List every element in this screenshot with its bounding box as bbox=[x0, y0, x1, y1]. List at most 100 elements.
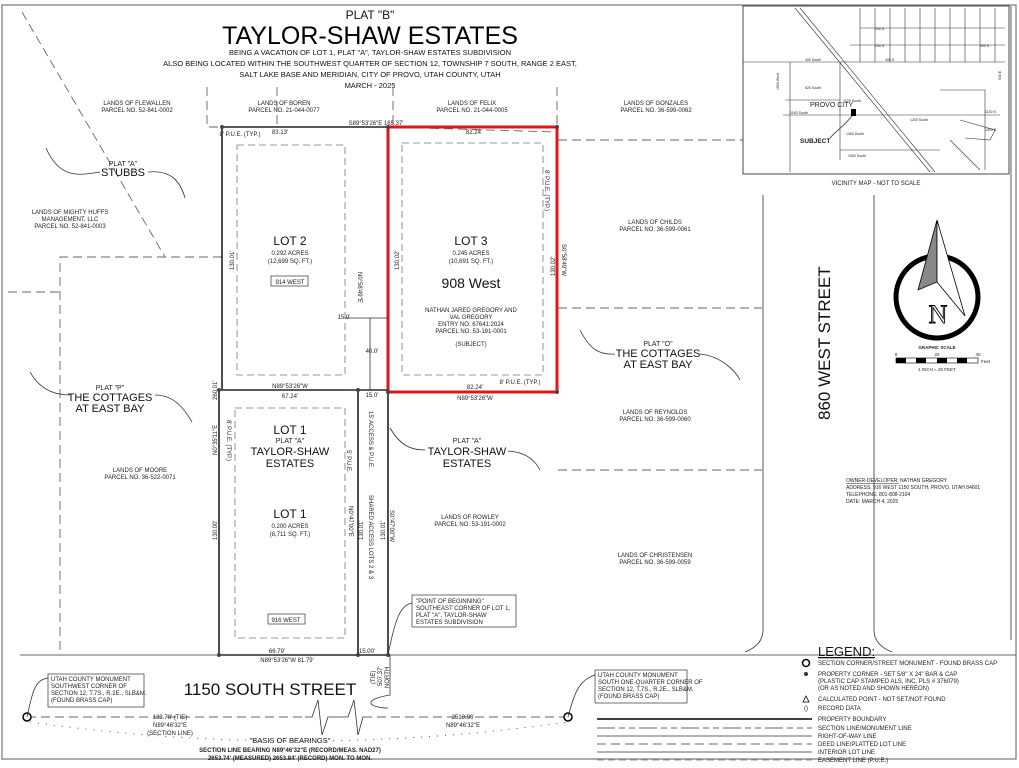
lot-2-address: 914 WEST bbox=[275, 280, 304, 286]
neighbor-parcel: PARCEL NO. 52-841-0003 bbox=[34, 224, 106, 230]
dim-lot2-right-bearing: N0°58'49"E bbox=[356, 272, 362, 303]
vicinity-map: PROVO CITY SUBJECT 100 S. 200 S. 300 S. … bbox=[742, 5, 1012, 640]
owner-date: DATE: MARCH 4, 2025 bbox=[846, 499, 898, 505]
monument-s-line: SECTION 12, T.7S., R.2E., SLB&M. bbox=[598, 687, 694, 693]
monument-sw-line: (FOUND BRASS CAP) bbox=[51, 698, 112, 704]
dim-pue-top: 8' P.U.E. (TYP.) bbox=[220, 132, 261, 138]
scale-unit: Feet bbox=[981, 359, 991, 364]
monument-s-line: SOUTH ONE-QUARTER CORNER OF bbox=[598, 680, 703, 686]
vicinity-street: 1020 South bbox=[843, 99, 861, 103]
street-name-west: 860 WEST STREET bbox=[815, 266, 834, 420]
neighbor-parcel: PARCEL NO. 21-044-0077 bbox=[248, 108, 320, 114]
basis-line-2: 2653.74' (MEASURED) 2653.84' (RECORD) MO… bbox=[208, 756, 372, 762]
south-street: 1150 SOUTH STREET 133.78' (TIE) N89°46'3… bbox=[22, 655, 573, 762]
dim-lot3-bottom-bearing: N89°53'26"W bbox=[457, 396, 493, 402]
title-date: MARCH - 2025 bbox=[345, 81, 396, 90]
lot-1-address: 916 WEST bbox=[271, 618, 300, 624]
lot-1-old-name: TAYLOR-SHAW bbox=[251, 446, 330, 458]
dim-pue-bottom: 8' P.U.E. (TYP.) bbox=[500, 380, 541, 386]
plat-o-label: PLAT "O" bbox=[643, 341, 673, 348]
monument-icon bbox=[801, 658, 811, 668]
legend-corner-3: (OR AS NOTED AND SHOWN HEREON) bbox=[818, 686, 929, 692]
vicinity-street: 1130 S. bbox=[985, 110, 997, 114]
pob-line: SOUTHEAST CORNER OF LOT 1, bbox=[416, 606, 510, 612]
lot-3: LOT 3 0.245 ACRES (10,691 SQ. FT.) 908 W… bbox=[425, 234, 517, 348]
graphic-scale: GRAPHIC SCALE 0 20 40 Feet 1 INCH = 20 F… bbox=[895, 345, 991, 372]
scale-tick: 40 bbox=[975, 352, 981, 357]
neighbor-parcel: PARCEL NO. 36-599-0060 bbox=[619, 417, 691, 423]
dim-lot3-right: 130.02' bbox=[551, 257, 557, 277]
owner-address: ADDRESS: 916 WEST 1150 SOUTH, PROVO, UTA… bbox=[846, 485, 980, 491]
neighbor-mighty-huffs-2: MANAGEMENT, LLC bbox=[42, 217, 99, 223]
lot-2: LOT 2 0.292 ACRES (12,699 SQ. FT.) 914 W… bbox=[268, 234, 312, 287]
vicinity-street: 1360 South bbox=[846, 132, 864, 136]
legend-row: RIGHT-OF-WAY LINE bbox=[818, 734, 877, 740]
dim-lot1-top: 67.24' bbox=[282, 394, 298, 400]
vicinity-street: 1150 South bbox=[790, 111, 808, 115]
lot-boundaries bbox=[20, 125, 1016, 657]
lot-1-old-name-2: ESTATES bbox=[266, 458, 315, 470]
monument-sw-line: UTAH COUNTY MONUMENT bbox=[51, 677, 131, 683]
neighbor-childs: LANDS OF CHILDS bbox=[628, 220, 682, 226]
lot-3-address: 908 West bbox=[442, 275, 501, 291]
monument-sw-callout: UTAH COUNTY MONUMENT SOUTHWEST CORNER OF… bbox=[26, 673, 147, 718]
north-letter: N bbox=[929, 300, 948, 329]
plat-a-name-2: ESTATES bbox=[443, 458, 492, 470]
plat-stubbs-name: STUBBS bbox=[101, 167, 145, 179]
lot-3-acres: 0.245 ACRES bbox=[452, 251, 489, 257]
monument-s-callout: UTAH COUNTY MONUMENT SOUTH ONE-QUARTER C… bbox=[567, 669, 703, 718]
neighbor-parcel: PARCEL NO. 36-599-0059 bbox=[619, 560, 691, 566]
vicinity-street: 100 S. bbox=[875, 27, 885, 31]
plat-label: PLAT "B" bbox=[346, 8, 395, 22]
vicinity-street: 820 South bbox=[805, 86, 821, 90]
dim-mid-bearing: N89°53'26"W bbox=[272, 384, 308, 390]
dim-lot1-right-bearing: N0°47'00"E bbox=[347, 506, 353, 537]
pob-line: ESTATES SUBDIVISION bbox=[416, 620, 483, 626]
neighbor-gonzales: LANDS OF GONZALES bbox=[624, 101, 688, 107]
owner-label: OWNER-DEVELOPER: bbox=[846, 478, 899, 484]
record-data-icon: () bbox=[804, 706, 808, 712]
subject-lot-highlight bbox=[386, 125, 559, 394]
dim-top-bearing: S89°53'26"E 165.37' bbox=[349, 121, 404, 127]
legend-record: RECORD DATA bbox=[818, 706, 861, 712]
scale-tick: 20 bbox=[934, 352, 940, 357]
neighbor-christensen: LANDS OF CHRISTENSEN bbox=[618, 553, 693, 559]
basis-of-bearings: "BASIS OF BEARINGS" bbox=[250, 736, 331, 745]
lot-3-owner: NATHAN JARED GREGORY AND bbox=[425, 308, 517, 314]
dim-lot1-pue-right: 5' P.U.E. bbox=[345, 450, 351, 473]
section-dist-right: 2519.96' bbox=[452, 715, 475, 721]
neighbor-felix: LANDS OF FELIX bbox=[448, 101, 496, 107]
dim-lot3-bottom: 82.24' bbox=[467, 385, 483, 391]
monument-sw-line: SECTION 12, T.7S., R.2E., SLB&M. bbox=[51, 691, 147, 697]
legend-corner: PROPERTY CORNER - SET 5/8" X 24" BAR & C… bbox=[818, 672, 957, 678]
lot-2-sqft: (12,699 SQ. FT.) bbox=[268, 259, 312, 265]
owner-name: NATHAN GREGORY bbox=[900, 478, 948, 484]
neighbor-parcel: PARCEL NO. 21-044-0005 bbox=[436, 108, 508, 114]
dim-shared-access: SHARED ACCESS LOTS 2 & 3 bbox=[367, 495, 373, 580]
dim-tie-label: (TIE) bbox=[371, 671, 377, 684]
plat-p-name: THE COTTAGES bbox=[68, 392, 153, 404]
dim-15b: 15.0' bbox=[366, 393, 379, 399]
lot-3-owner-2: VAL GREGORY bbox=[450, 315, 493, 321]
dim-lot3-left: 130.02' bbox=[395, 251, 401, 271]
basis-line-1: SECTION LINE BEARING N89°46'32"E (RECORD… bbox=[199, 748, 381, 754]
pob-line: PLAT "A", TAYLOR-SHAW bbox=[416, 613, 487, 619]
lot-1-sqft: (8,711 SQ. FT.) bbox=[270, 532, 311, 538]
section-line-label: (SECTION LINE) bbox=[147, 731, 193, 737]
scale-tick: 0 bbox=[895, 352, 898, 357]
north-arrow-icon: N bbox=[893, 219, 981, 341]
plat-p-name-2: AT EAST BAY bbox=[76, 403, 146, 415]
property-corner-icon bbox=[804, 672, 808, 676]
plat-a-label: PLAT "A" bbox=[453, 438, 482, 445]
owner-phone: TELEPHONE: 801-808-2104 bbox=[846, 492, 910, 498]
neighbor-reynolds: LANDS OF REYNOLDS bbox=[623, 410, 688, 416]
neighbor-mighty-huffs: LANDS OF MIGHTY HUFFS bbox=[32, 210, 109, 216]
dim-pue-right: 8' P.U.E. (TYP.) bbox=[543, 170, 549, 211]
owner-developer: OWNER-DEVELOPER: NATHAN GREGORY ADDRESS:… bbox=[846, 478, 980, 505]
legend: LEGEND: SECTION CORNER/STREET MONUMENT -… bbox=[597, 644, 997, 764]
vicinity-city: PROVO CITY bbox=[810, 102, 854, 109]
subtitle-1: BEING A VACATION OF LOT 1, PLAT "A", TAY… bbox=[229, 48, 511, 57]
dim-access-right: 130.01' bbox=[381, 521, 387, 541]
dim-lot3-right-bearing: S0°58'49"W bbox=[560, 244, 566, 276]
dim-lot1-right: 130.01' bbox=[359, 521, 365, 541]
